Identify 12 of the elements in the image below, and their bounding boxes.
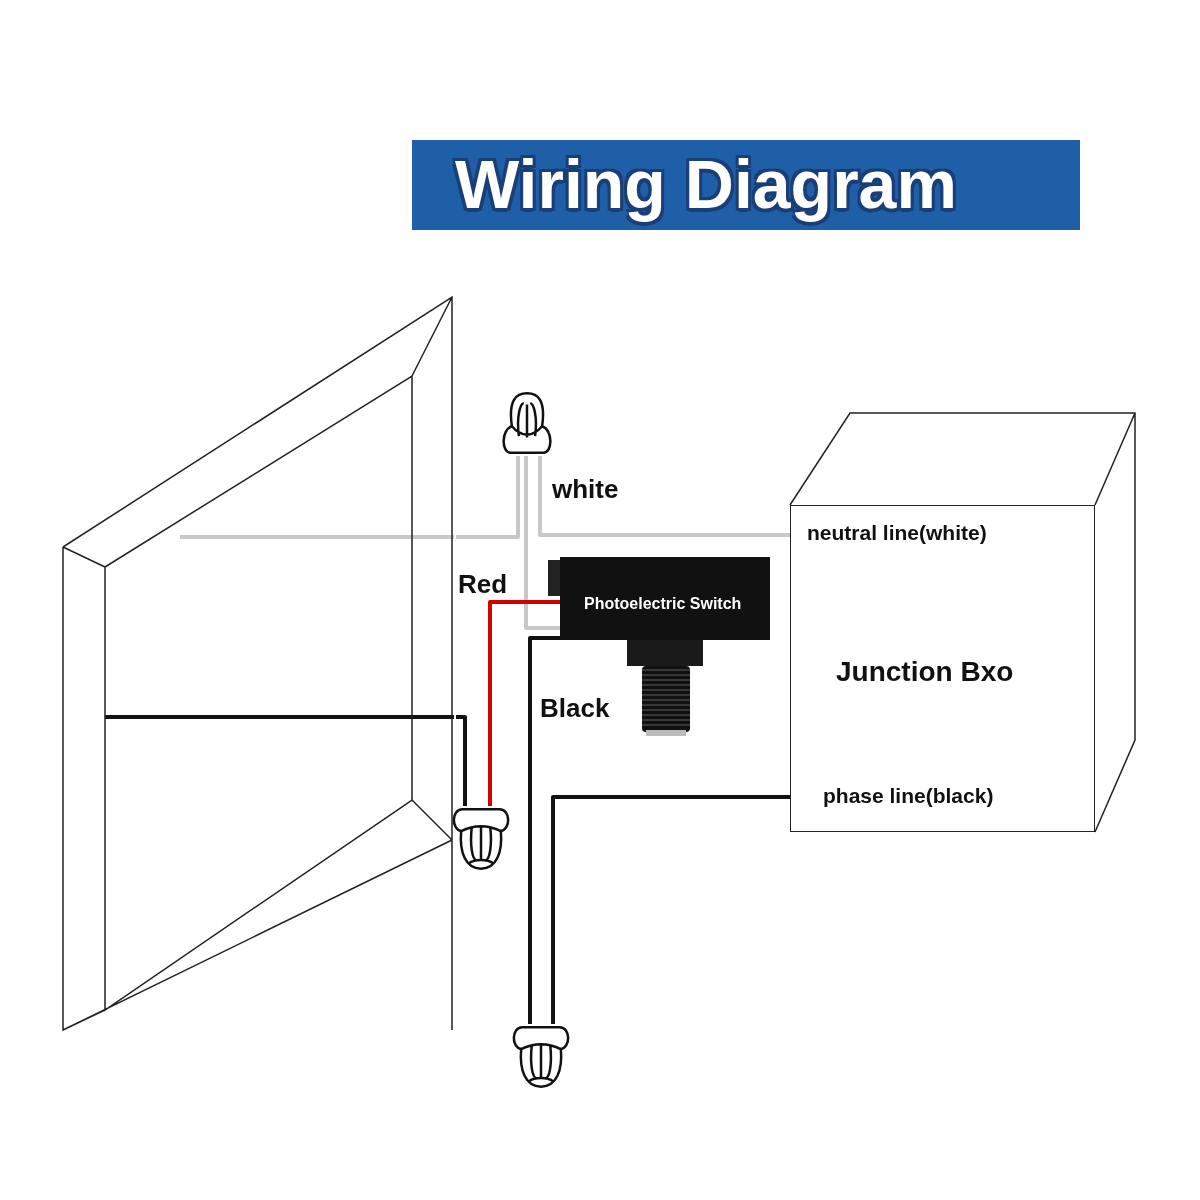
title-banner: Wiring Diagram [412,140,1080,230]
node-label: Photoelectric Switch [584,595,742,613]
wire [538,456,790,537]
wire [456,715,467,806]
junction-box [790,505,1095,832]
node-label: Junction Bxo [836,656,1014,688]
wire [488,600,560,806]
wire [456,456,520,539]
wire [524,456,560,630]
wire [551,795,790,1024]
photoelectric-switch [560,557,770,640]
wire [528,636,560,1024]
